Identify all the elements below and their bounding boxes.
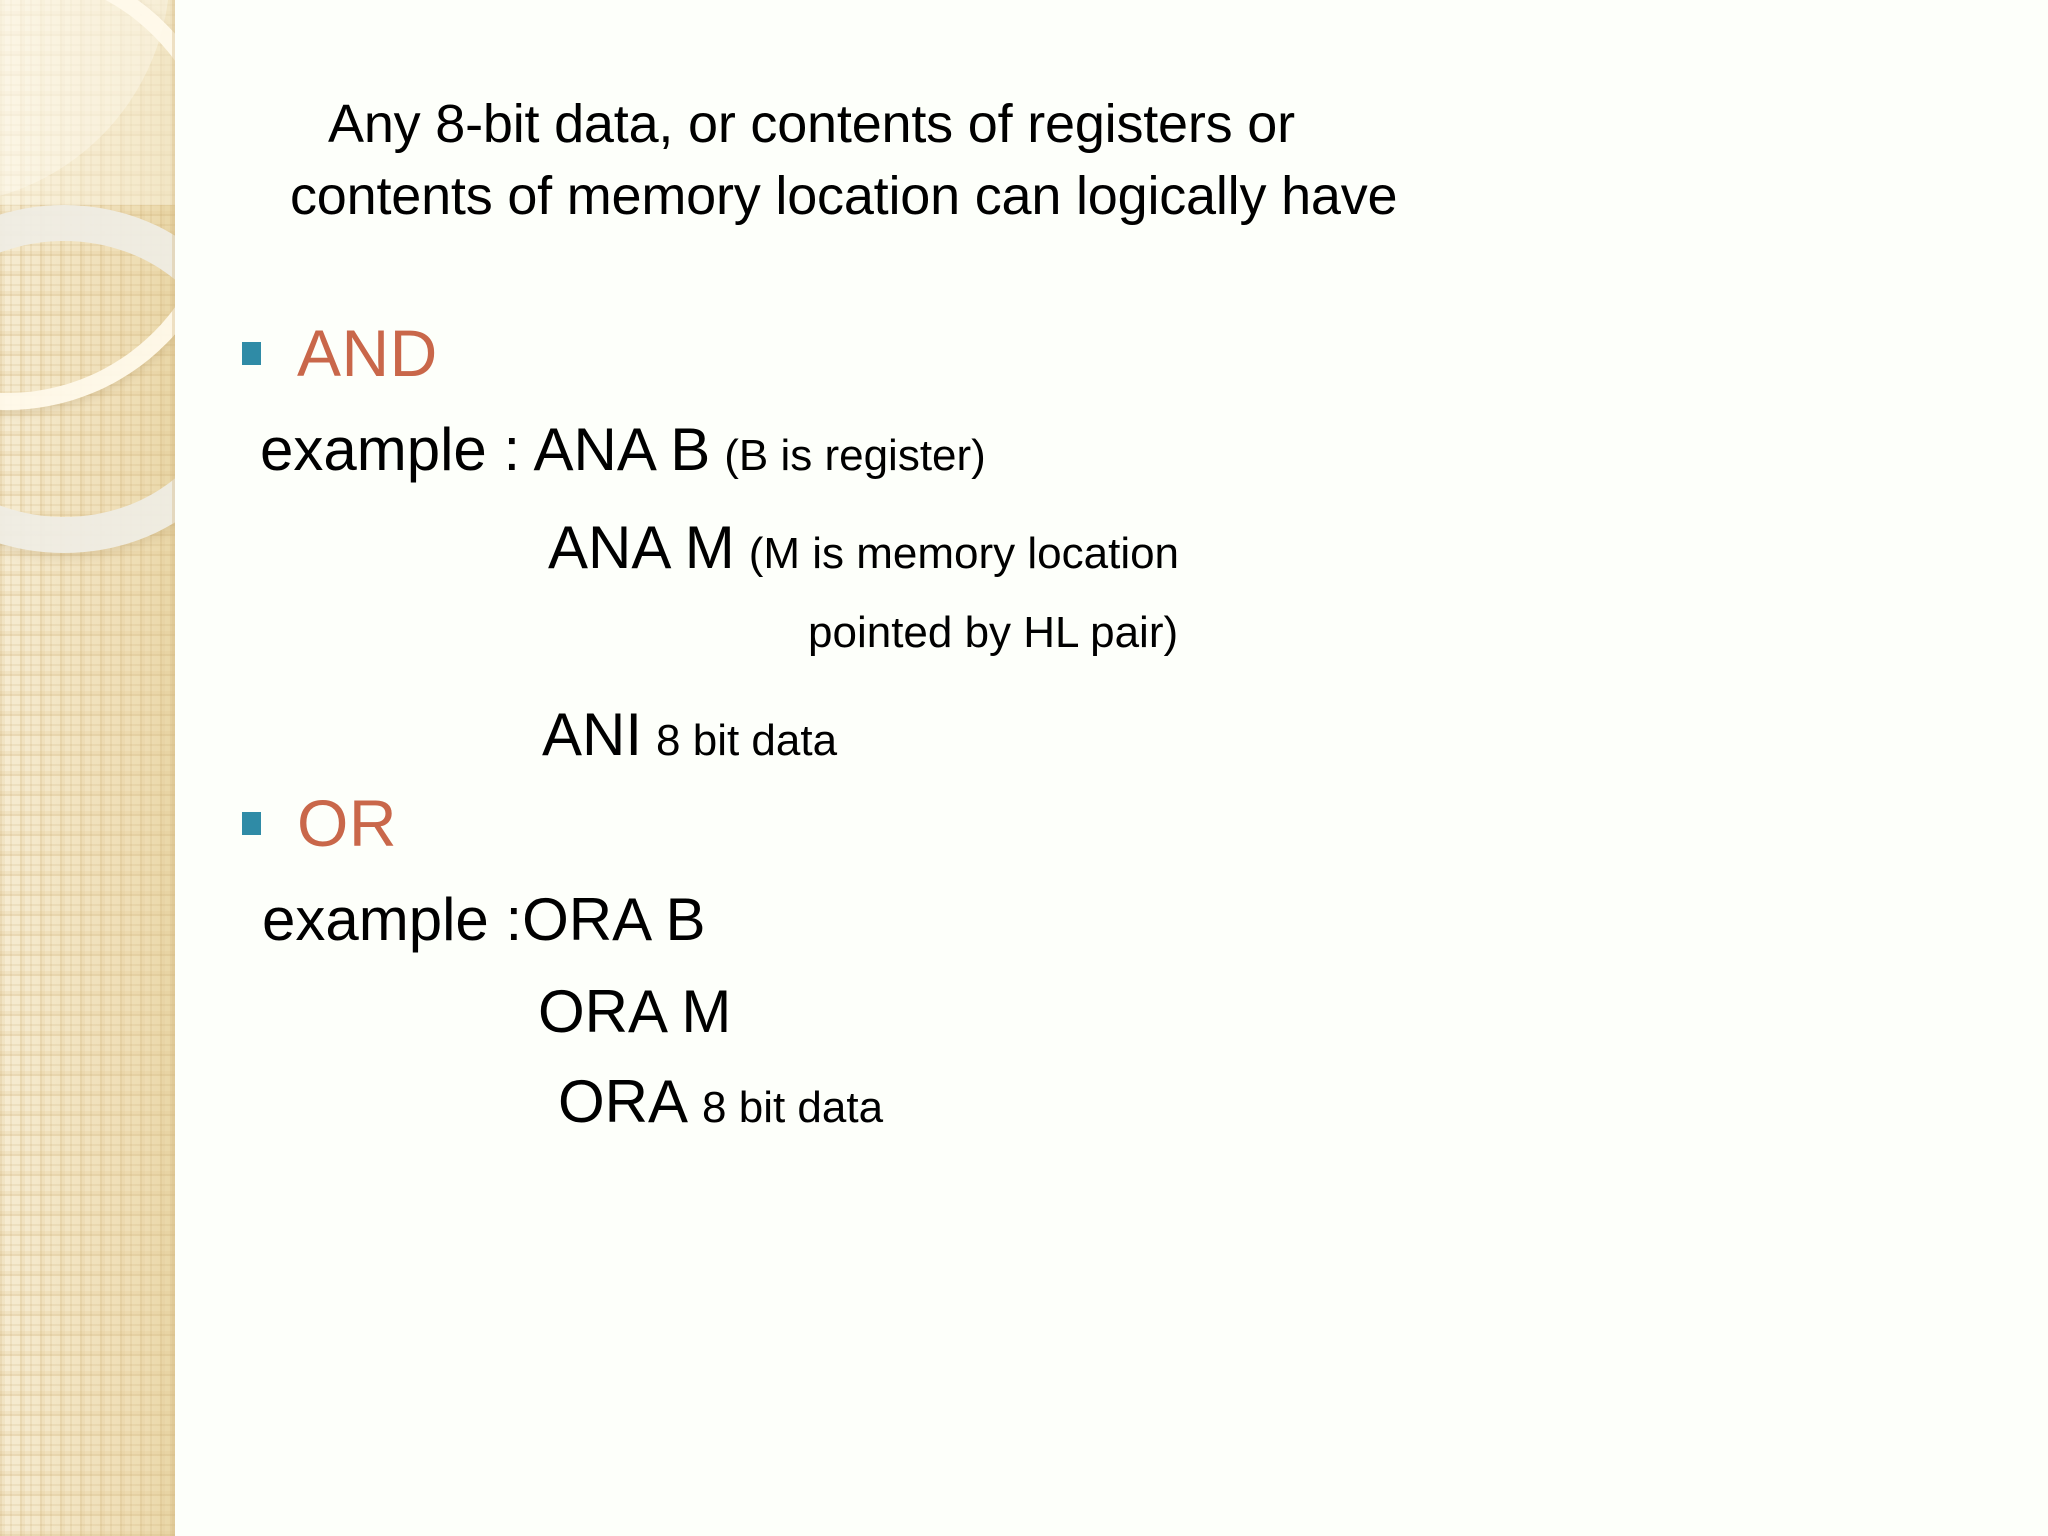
- line-main-text: example : ANA B: [260, 416, 711, 483]
- band-edge-divider: [172, 0, 175, 1536]
- decorative-ring-lower-icon: [0, 205, 175, 553]
- line-example-ana-b: example : ANA B(B is register): [260, 420, 986, 480]
- bullet-item-and: AND: [242, 320, 438, 386]
- line-main-text: ORA M: [538, 978, 732, 1045]
- line-ora-m: ORA M: [538, 982, 731, 1042]
- line-ana-m: ANA M(M is memory location: [548, 518, 1179, 578]
- bullet-label-or: OR: [297, 786, 397, 860]
- intro-paragraph: Any 8-bit data, or contents of registers…: [290, 94, 1398, 227]
- line-pointed-by-hl-pair: pointed by HL pair): [808, 611, 1178, 655]
- line-main-text: ORA: [558, 1068, 689, 1135]
- line-note-text: 8 bit data: [656, 716, 838, 765]
- line-note-text: pointed by HL pair): [808, 608, 1179, 657]
- slide-content: Any 8-bit data, or contents of registers…: [180, 0, 2048, 1536]
- line-note-text: (B is register): [724, 431, 986, 480]
- square-bullet-icon: [242, 341, 261, 365]
- bullet-item-or: OR: [242, 790, 397, 856]
- line-main-text: ANI: [542, 701, 643, 768]
- line-note-text: 8 bit data: [702, 1083, 884, 1132]
- line-example-ora-b: example :ORA B: [262, 890, 706, 950]
- decorative-left-band: [0, 0, 175, 1536]
- line-note-text: (M is memory location: [748, 529, 1180, 578]
- square-bullet-icon: [242, 811, 261, 835]
- line-main-text: ANA M: [548, 514, 735, 581]
- bullet-label-and: AND: [297, 316, 438, 390]
- line-main-text: example :ORA B: [262, 886, 706, 953]
